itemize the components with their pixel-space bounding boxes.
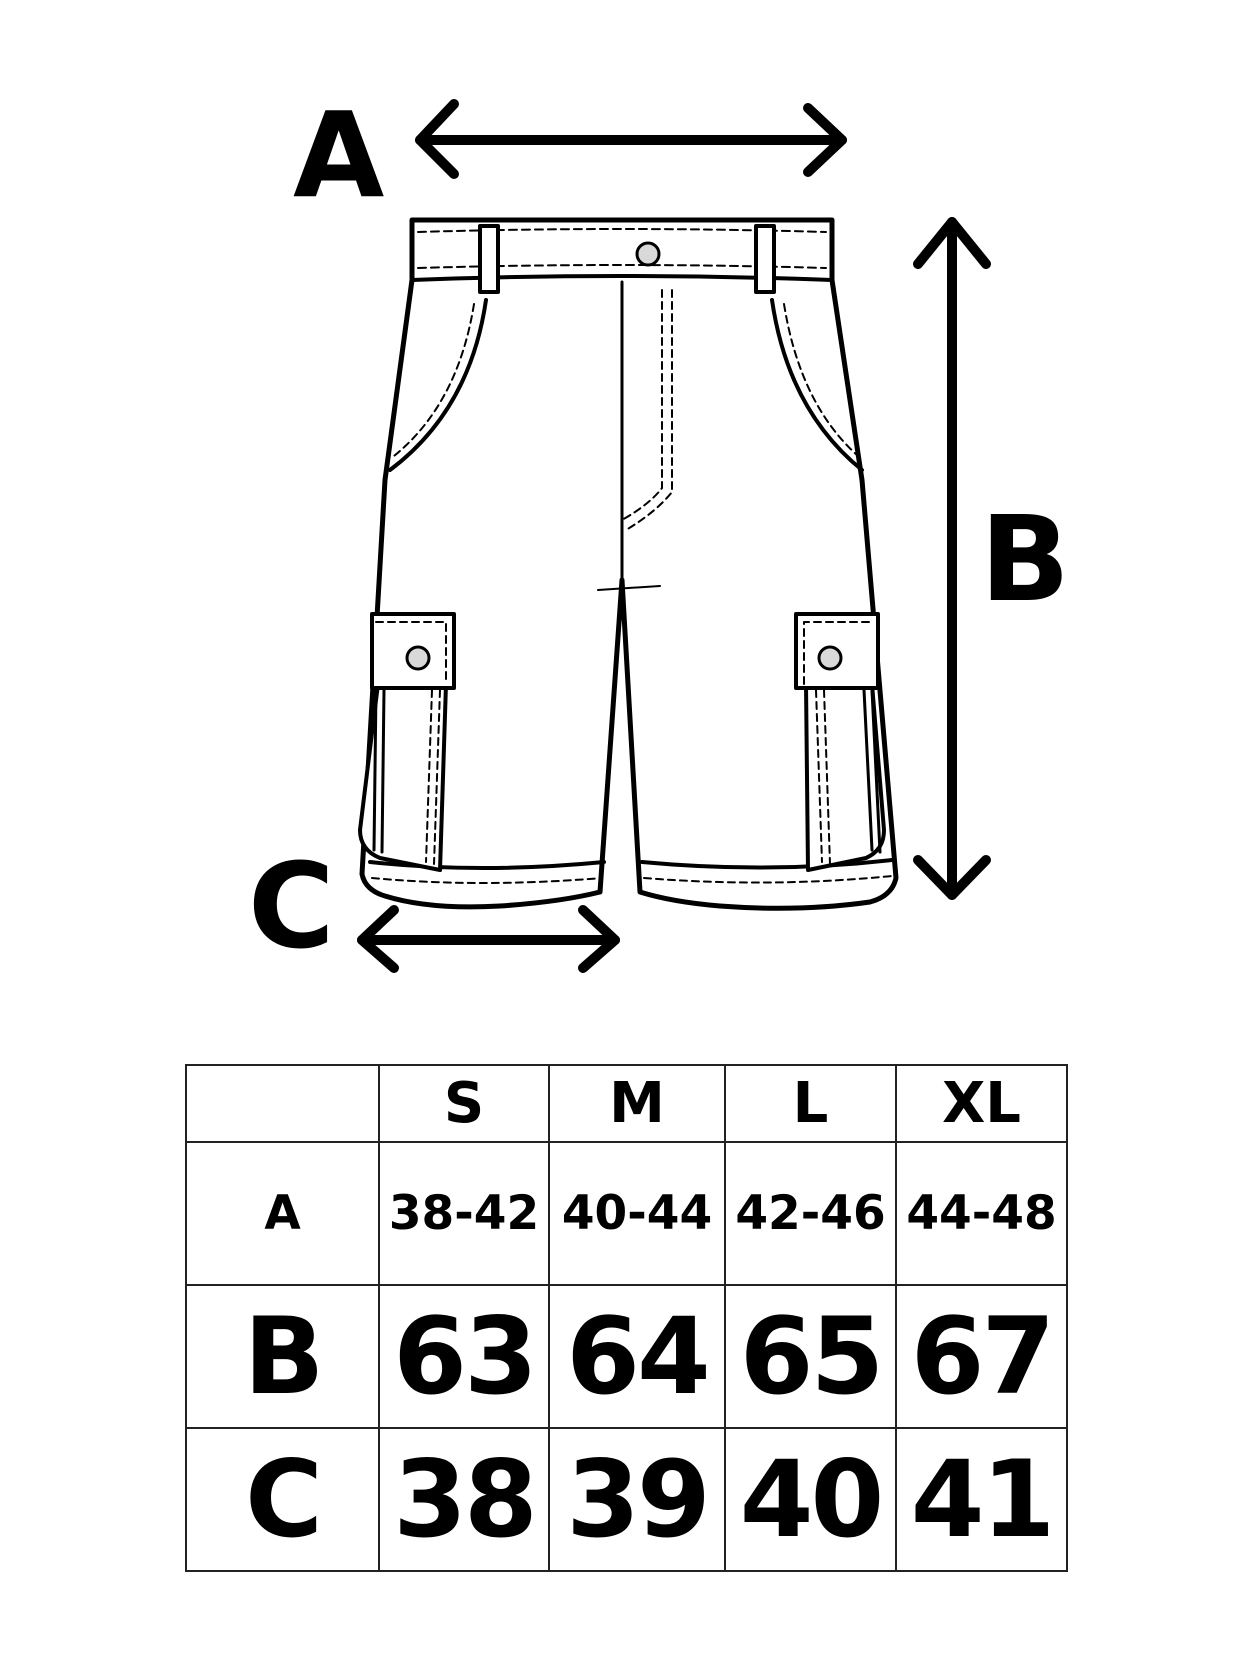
table-row: C 38 39 40 41 bbox=[185, 1427, 1068, 1572]
dimension-label-b: B bbox=[980, 490, 1070, 628]
measurement-diagram: A B C bbox=[248, 86, 1070, 975]
table-cell: 40-44 bbox=[548, 1141, 726, 1286]
arrow-a bbox=[415, 99, 847, 179]
arrow-b bbox=[913, 217, 991, 900]
row-label-c: C bbox=[185, 1427, 380, 1572]
table-cell: 44-48 bbox=[895, 1141, 1068, 1286]
arrow-c bbox=[357, 905, 620, 973]
size-header-s: S bbox=[378, 1064, 550, 1143]
table-cell: 38 bbox=[378, 1427, 550, 1572]
table-header-row: S M L XL bbox=[185, 1064, 1068, 1143]
table-cell: 42-46 bbox=[724, 1141, 897, 1286]
cargo-shorts-icon bbox=[358, 217, 899, 911]
dimension-label-a: A bbox=[293, 86, 384, 224]
table-row: B 63 64 65 67 bbox=[185, 1284, 1068, 1429]
size-header-m: M bbox=[548, 1064, 726, 1143]
table-cell: 64 bbox=[548, 1284, 726, 1429]
table-cell: 38-42 bbox=[378, 1141, 550, 1286]
table-cell: 65 bbox=[724, 1284, 897, 1429]
table-cell: 63 bbox=[378, 1284, 550, 1429]
row-label-b: B bbox=[185, 1284, 380, 1429]
table-cell: 41 bbox=[895, 1427, 1068, 1572]
table-row: A 38-42 40-44 42-46 44-48 bbox=[185, 1141, 1068, 1286]
table-cell: 39 bbox=[548, 1427, 726, 1572]
row-label-a: A bbox=[185, 1141, 380, 1286]
table-cell: 40 bbox=[724, 1427, 897, 1572]
size-chart-table: S M L XL A 38-42 40-44 42-46 44-48 B 63 … bbox=[185, 1064, 1068, 1572]
size-header-xl: XL bbox=[895, 1064, 1068, 1143]
table-corner-cell bbox=[185, 1064, 380, 1143]
size-header-l: L bbox=[724, 1064, 897, 1143]
dimension-label-c: C bbox=[248, 837, 335, 975]
table-cell: 67 bbox=[895, 1284, 1068, 1429]
